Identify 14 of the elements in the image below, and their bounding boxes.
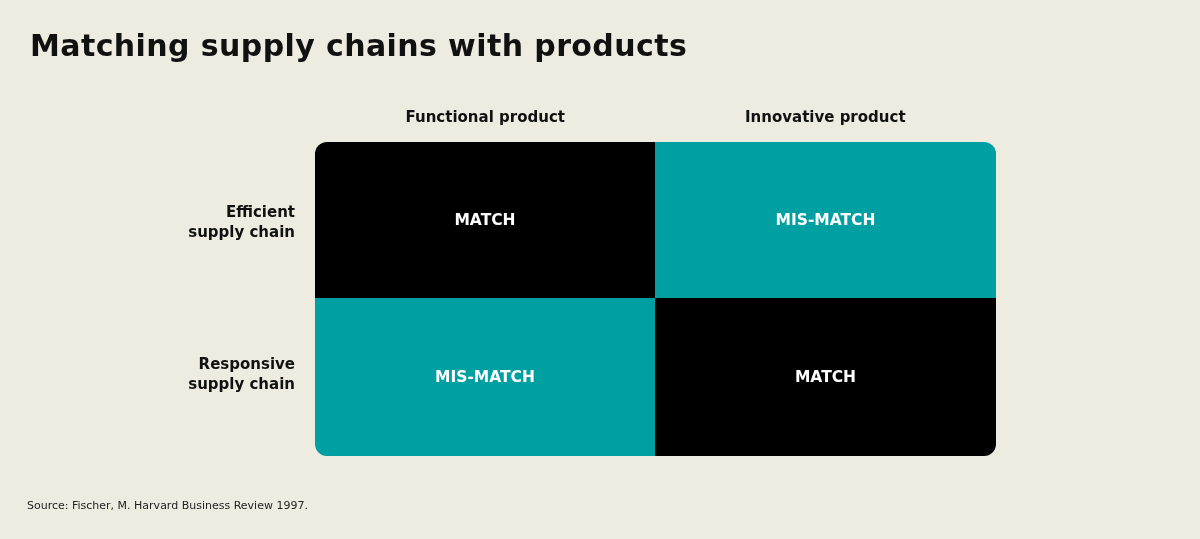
matrix-cell	[315, 142, 655, 298]
column-header: Innovative product	[745, 108, 906, 126]
cell-label: MIS-MATCH	[435, 368, 535, 386]
matrix-cell	[655, 298, 996, 456]
cell-label: MATCH	[794, 368, 857, 386]
matrix-cell	[315, 298, 655, 456]
cell-label: MIS-MATCH	[775, 211, 876, 229]
row-header: Efficient supply chain	[187, 202, 295, 242]
row-header: Responsive supply chain	[187, 354, 295, 394]
matrix-cell	[655, 142, 996, 298]
title: Matching supply chains with products	[30, 28, 688, 63]
cell-label: MATCH	[454, 211, 516, 229]
column-header: Functional product	[405, 108, 565, 126]
source-note: Source: Fischer, M. Harvard Business Review 1997.	[27, 499, 308, 512]
